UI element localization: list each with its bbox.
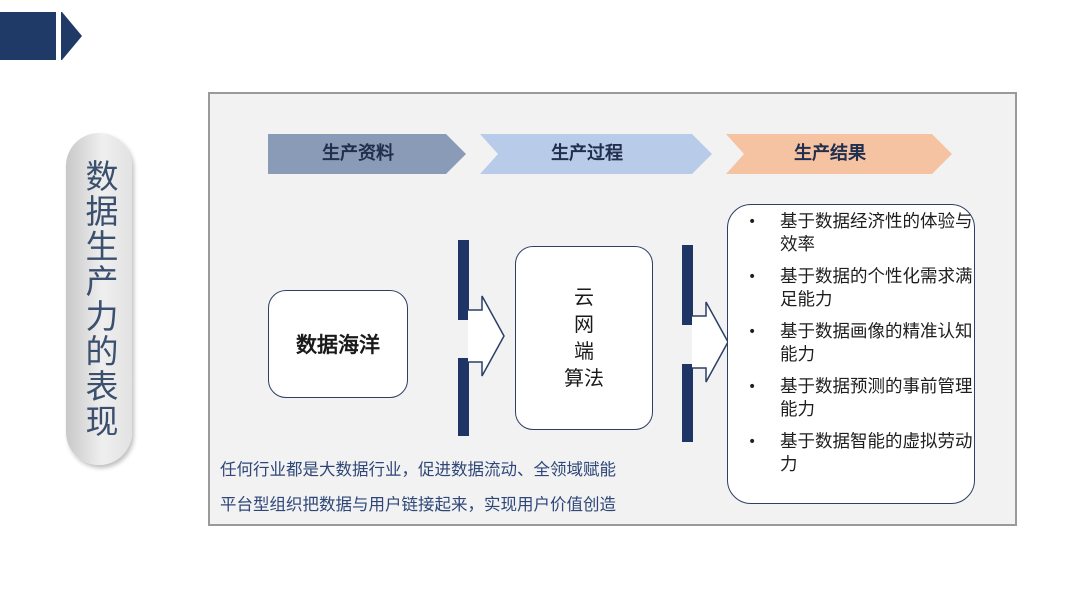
flow-arrow-icon <box>692 301 729 383</box>
stage-label: 生产过程 <box>551 143 623 164</box>
flow-bar-top <box>682 245 693 325</box>
chevron-arrow-icon <box>726 134 952 174</box>
stage-label: 生产结果 <box>794 143 866 164</box>
process-label: 云 网 端 算法 <box>564 285 604 390</box>
flow-bar-bottom <box>458 358 469 436</box>
data-ocean-box: 数据海洋 <box>268 290 408 398</box>
chevron-arrow-icon <box>268 134 466 174</box>
corner-tab-decoration <box>0 12 82 60</box>
result-item: 基于数据智能的虚拟劳动力 <box>748 431 973 477</box>
data-ocean-label: 数据海洋 <box>296 333 380 357</box>
result-item: 基于数据画像的精准认知能力 <box>748 321 973 367</box>
chevron-arrow-icon <box>480 134 712 174</box>
diagram-panel: 生产资料 生产过程 生产结果 数据海洋 云 网 端 算法 基于数据经济性的体验与… <box>208 92 1017 526</box>
results-list: 基于数据经济性的体验与效率 基于数据的个性化需求满足能力 基于数据画像的精准认知… <box>748 211 973 486</box>
flow-arrow-icon <box>468 295 505 377</box>
stage-chevron-3: 生产结果 <box>726 134 954 174</box>
result-item: 基于数据的个性化需求满足能力 <box>748 266 973 312</box>
results-box: 基于数据经济性的体验与效率 基于数据的个性化需求满足能力 基于数据画像的精准认知… <box>727 204 975 504</box>
process-box: 云 网 端 算法 <box>515 246 653 430</box>
side-title: 数据生产力的表现 <box>80 159 119 439</box>
flow-bar-top <box>458 240 469 320</box>
stage-chevron-1: 生产资料 <box>268 134 468 174</box>
stage-label: 生产资料 <box>322 143 394 164</box>
footer-line-2: 平台型组织把数据与用户链接起来，实现用户价值创造 <box>220 495 616 514</box>
footer-line-1: 任何行业都是大数据行业，促进数据流动、全领域赋能 <box>220 460 616 479</box>
flow-bar-bottom <box>682 364 693 442</box>
result-item: 基于数据预测的事前管理能力 <box>748 376 973 422</box>
stage-chevron-2: 生产过程 <box>480 134 714 174</box>
side-title-pill: 数据生产力的表现 <box>66 133 132 465</box>
result-item: 基于数据经济性的体验与效率 <box>748 211 973 257</box>
